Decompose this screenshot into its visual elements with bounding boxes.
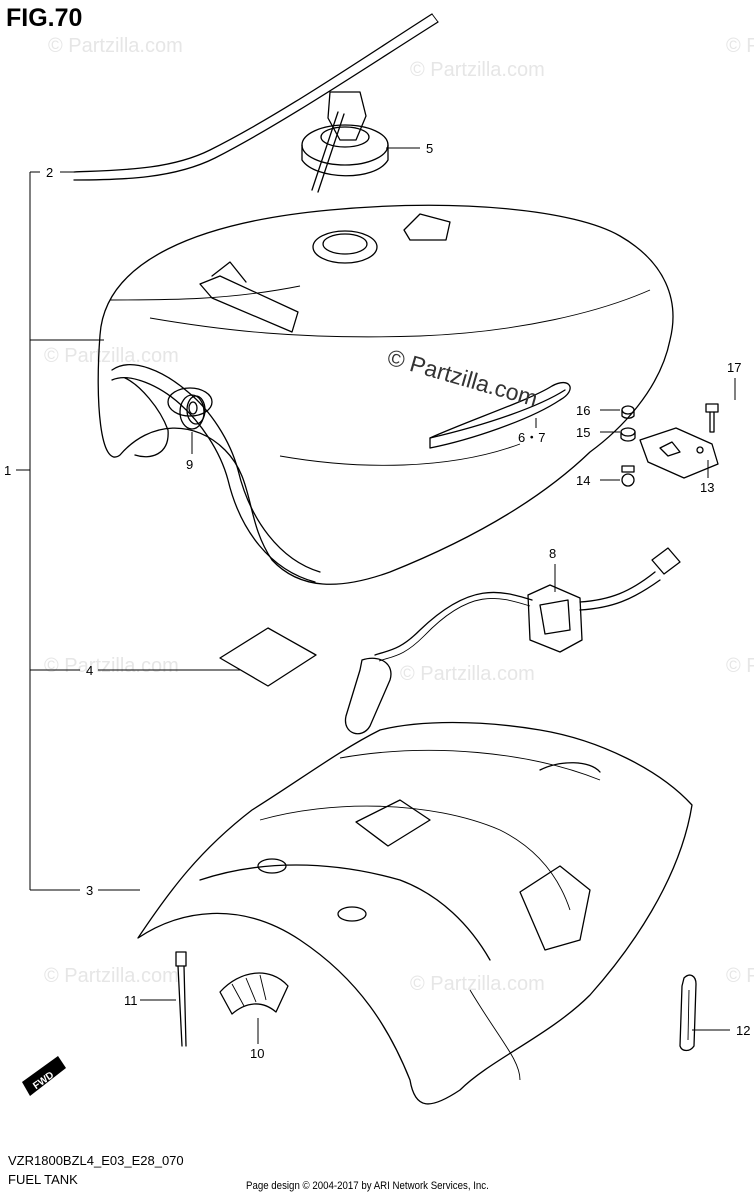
watermark-5: © Partzilla.com [400, 663, 535, 685]
part-8-fuel-sender [344, 547, 681, 735]
callout-2: 2 [46, 165, 53, 180]
leader-lines [60, 147, 736, 1044]
callout-1: 1 [4, 463, 11, 478]
figure-title: FIG.70 [6, 4, 83, 32]
part-13-bracket [639, 427, 719, 479]
part-4-pad [219, 627, 317, 687]
part-12-strap [679, 974, 697, 1052]
watermark-2: © Partzilla.com [410, 59, 545, 81]
watermark-9: © Partzilla.com [726, 655, 754, 677]
callout-4: 4 [86, 663, 93, 678]
watermarks: © Partzilla.com © Partzilla.com © Partzi… [44, 35, 754, 995]
part-11-cable-tie [175, 951, 187, 1047]
callout-8: 8 [549, 546, 556, 561]
fwd-badge: FWD [22, 1056, 66, 1096]
callout-16: 16 [576, 403, 590, 418]
watermark-main: © Partzilla.com [385, 344, 541, 412]
callout-10: 10 [250, 1046, 264, 1061]
watermark-1: © Partzilla.com [48, 35, 183, 57]
part-2-trim-strip [73, 13, 439, 181]
callout-15: 15 [576, 425, 590, 440]
callout-12: 12 [736, 1023, 750, 1038]
part-5-fuel-cap [301, 91, 389, 193]
callout-13: 13 [700, 480, 714, 495]
callout-6-7: 6・7 [518, 430, 545, 445]
watermark-7: © Partzilla.com [410, 973, 545, 995]
callout-9: 9 [186, 457, 193, 472]
part-16-cushion [621, 405, 635, 419]
callout-5: 5 [426, 141, 433, 156]
part-15-collar [620, 427, 636, 442]
callout-17: 17 [727, 360, 741, 375]
watermark-8: © Partzilla.com [726, 35, 754, 57]
footer-credit: Page design © 2004-2017 by ARI Network S… [246, 1180, 489, 1192]
part-3-lower-cover [137, 721, 693, 1105]
part-10-damper [219, 972, 289, 1015]
part-9-grommet [179, 394, 206, 430]
assembly-bracket [16, 171, 104, 891]
callout-3: 3 [86, 883, 93, 898]
part-14-bolt [621, 465, 635, 487]
part-17-screw [705, 403, 719, 433]
model-code: VZR1800BZL4_E03_E28_070 [8, 1153, 184, 1168]
callouts: 1 2 3 4 5 6・7 8 9 10 11 12 13 14 15 16 1… [4, 141, 750, 1061]
watermark-4: © Partzilla.com [44, 655, 179, 677]
watermark-6: © Partzilla.com [44, 965, 179, 987]
part-1-fuel-tank [97, 204, 674, 585]
section-name: FUEL TANK [8, 1172, 78, 1187]
watermark-3: © Partzilla.com [44, 345, 179, 367]
callout-11: 11 [124, 993, 138, 1008]
watermark-10: © Partzilla.com [726, 965, 754, 987]
callout-14: 14 [576, 473, 590, 488]
